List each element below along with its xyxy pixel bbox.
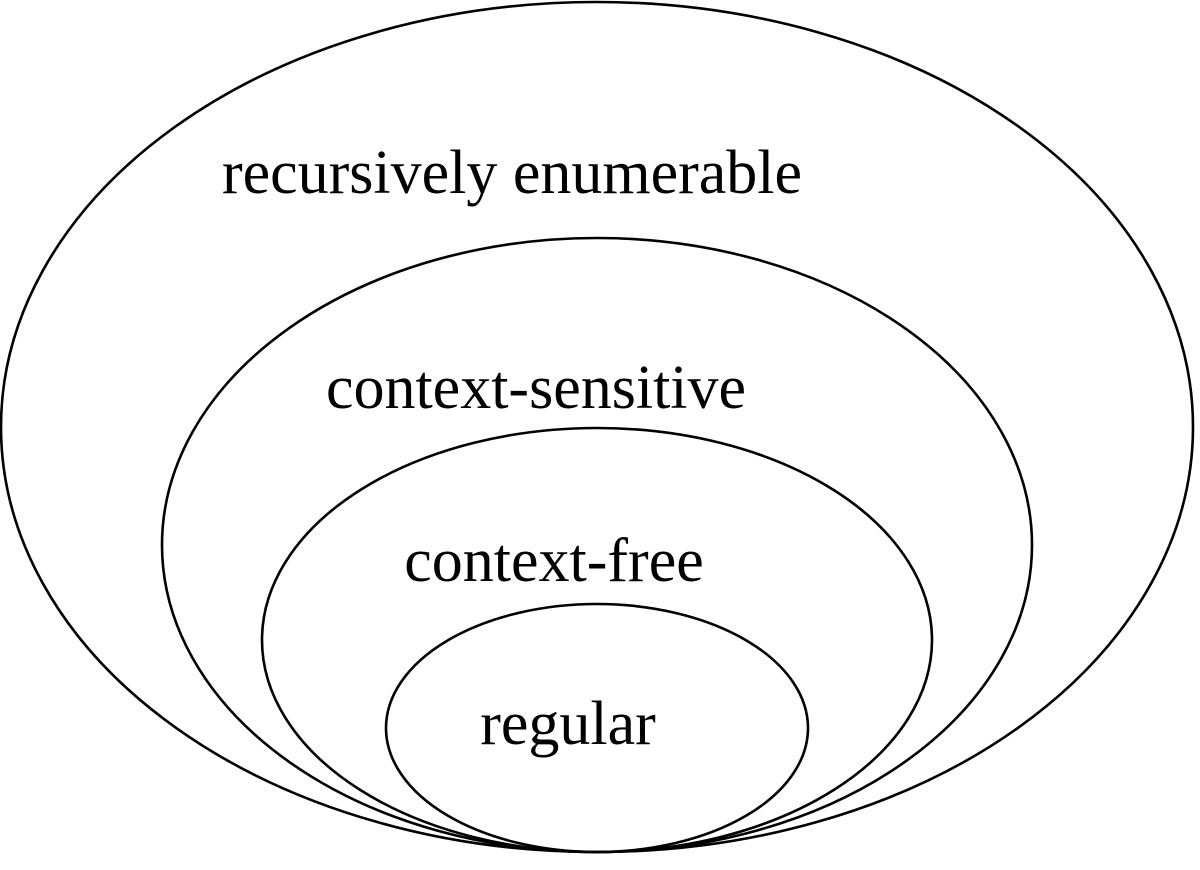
context-sensitive-label: context-sensitive: [326, 354, 746, 422]
context-free-ellipse: [260, 426, 934, 854]
regular-ellipse: [384, 602, 810, 854]
context-free-label: context-free: [404, 527, 703, 595]
regular-label: regular: [480, 690, 656, 758]
recursively-enumerable-label: recursively enumerable: [222, 139, 802, 207]
